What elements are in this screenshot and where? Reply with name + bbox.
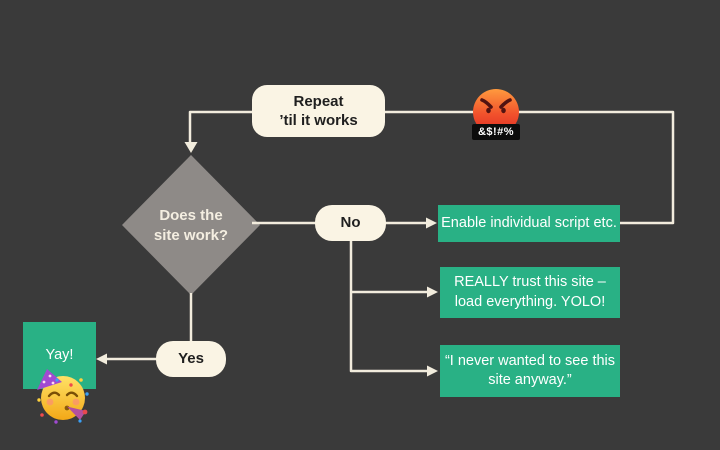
- decision-line1: Does the: [159, 207, 223, 224]
- repeat-node-line1: Repeat: [293, 92, 344, 110]
- decision-line2: site work?: [153, 226, 229, 244]
- yes-pill-label: Yes: [178, 350, 204, 368]
- outcome-trust-site: REALLY trust this site – load everything…: [440, 267, 620, 318]
- decision-diamond-shape: [122, 155, 260, 295]
- no-pill-label: No: [340, 214, 361, 232]
- arrowhead-into-yay: [96, 353, 107, 365]
- decision-diamond-label: Does the site work?: [122, 206, 260, 245]
- arrowhead-into-enable: [426, 217, 437, 229]
- repeat-node: Repeat ’til it works: [252, 85, 385, 137]
- outcome-enable-scripts: Enable individual script etc.: [438, 205, 620, 242]
- yay-node-label: Yay!: [45, 346, 74, 363]
- arrowhead-into-trust: [427, 286, 438, 298]
- outcome-enable-label: Enable individual script etc.: [441, 214, 617, 231]
- swear-badge: &$!#%: [472, 124, 520, 140]
- swear-badge-text: &$!#%: [477, 126, 515, 138]
- arrowhead-into-decision: [184, 142, 198, 153]
- repeat-node-line2: ’til it works: [279, 112, 358, 129]
- yes-pill: Yes: [156, 341, 226, 377]
- connector-repeat-loop: [188, 110, 675, 225]
- no-pill: No: [315, 205, 386, 241]
- outcome-trust-line1: REALLY trust this site –: [454, 274, 606, 291]
- outcome-never-line1: “I never wanted to see this: [444, 352, 616, 369]
- outcome-trust-line2: load everything. YOLO!: [454, 293, 606, 310]
- arrowhead-into-never: [427, 365, 438, 377]
- connector-no-branch-down: [349, 241, 428, 373]
- partying-face-emoji-icon: [37, 369, 89, 424]
- face-with-symbols-emoji-icon: [473, 89, 519, 135]
- outcome-never-line2: site anyway.”: [488, 372, 572, 388]
- outcome-never-wanted: “I never wanted to see this site anyway.…: [440, 345, 620, 397]
